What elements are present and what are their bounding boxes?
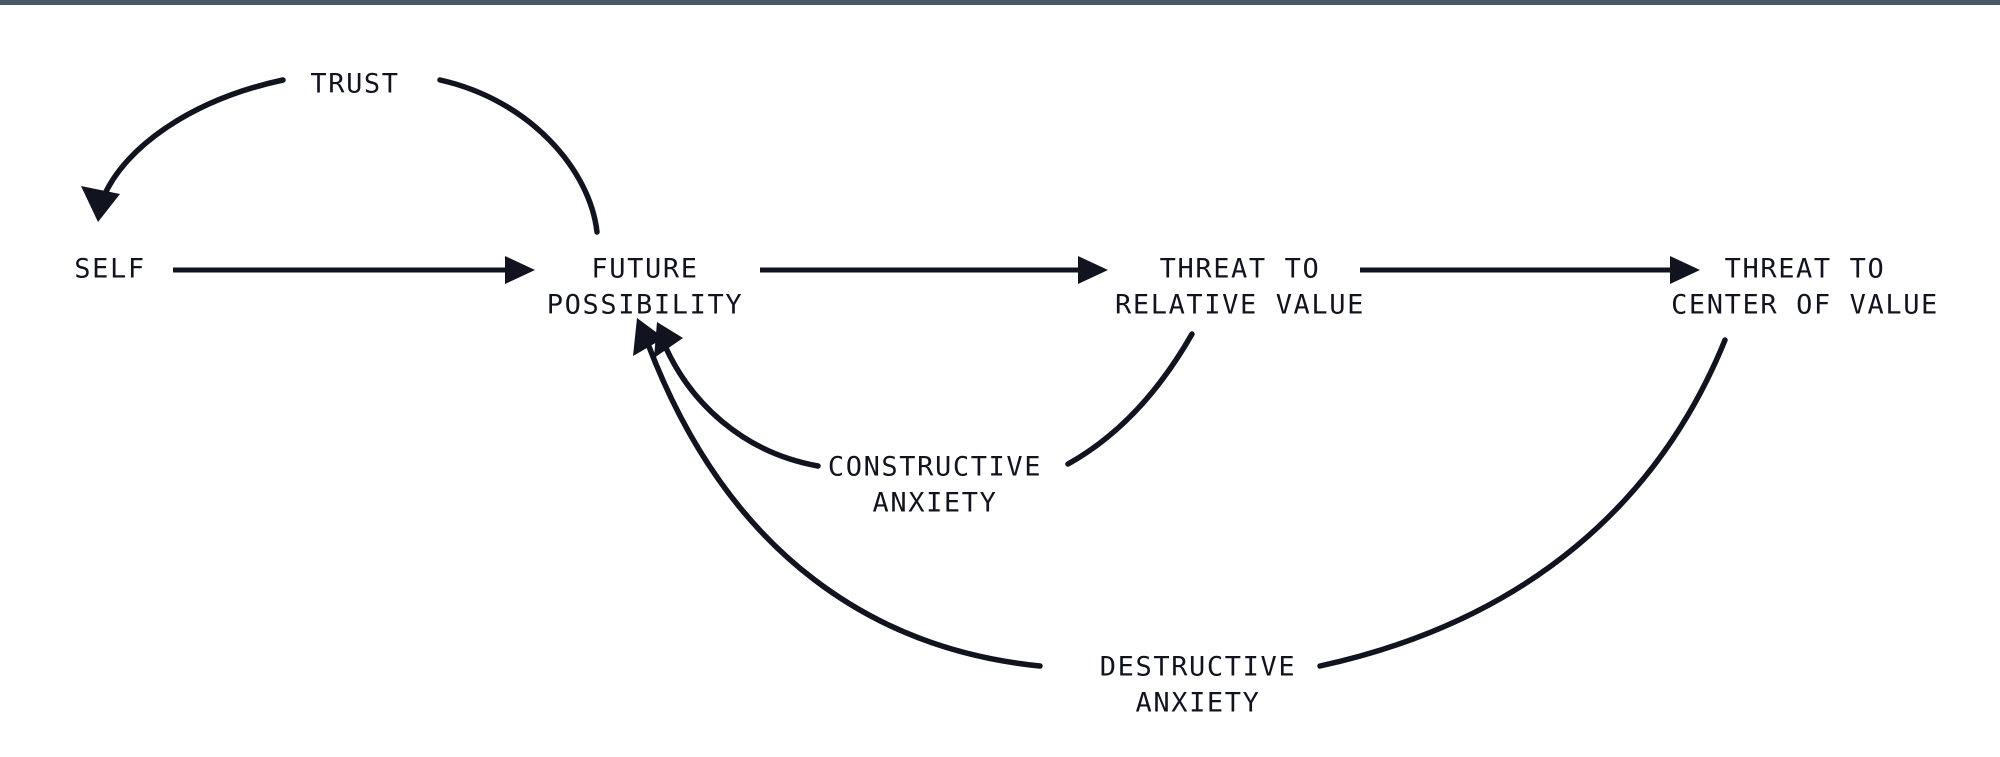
- node-threat-to-center-of-value-line-1: THREAT TO: [1725, 254, 1886, 285]
- node-constructive-anxiety-line-2: ANXIETY: [873, 488, 998, 519]
- edge-curve: [663, 345, 821, 469]
- arrow-head-icon: [81, 186, 120, 222]
- arrow-head-icon: [1078, 256, 1108, 284]
- node-future-possibility-line-2: POSSIBILITY: [547, 290, 743, 321]
- node-self[interactable]: SELF: [74, 254, 145, 285]
- node-destructive-anxiety-line-2: ANXIETY: [1136, 688, 1261, 719]
- edge-trust-arc-to-self: [81, 77, 600, 235]
- node-constructive-anxiety[interactable]: CONSTRUCTIVE ANXIETY: [828, 452, 1042, 519]
- edge-label-trust-text: TRUST: [310, 69, 399, 100]
- arrow-head-icon: [654, 322, 683, 358]
- node-destructive-anxiety[interactable]: DESTRUCTIVE ANXIETY: [1100, 652, 1296, 719]
- node-threat-to-relative-value[interactable]: THREAT TO RELATIVE VALUE: [1115, 254, 1365, 321]
- edge-label-trust[interactable]: TRUST: [310, 69, 399, 100]
- edge-threat-center-to-destructive-anxiety: [1317, 337, 1728, 669]
- node-threat-to-center-of-value-line-2: CENTER OF VALUE: [1671, 290, 1939, 321]
- edge-curve: [1317, 337, 1728, 669]
- node-future-possibility-line-1: FUTURE: [591, 254, 698, 285]
- arrow-head-icon: [633, 318, 664, 356]
- node-future-possibility[interactable]: FUTURE POSSIBILITY: [547, 254, 743, 321]
- edge-curve-left: [101, 77, 286, 199]
- arrow-head-icon: [1670, 256, 1700, 284]
- edge-threat-relative-to-constructive-anxiety: [1065, 331, 1195, 467]
- node-threat-to-center-of-value[interactable]: THREAT TO CENTER OF VALUE: [1671, 254, 1939, 321]
- top-accent-bar: [0, 0, 2000, 5]
- edge-threat-relative-to-threat-center: [1360, 256, 1700, 284]
- edge-destructive-anxiety-to-future-possibility: [633, 318, 1043, 669]
- node-destructive-anxiety-line-1: DESTRUCTIVE: [1100, 652, 1296, 683]
- edge-future-possibility-to-threat-relative: [760, 256, 1108, 284]
- edge-self-to-future-possibility: [173, 256, 535, 284]
- edge-curve: [1065, 331, 1195, 467]
- node-self-line-1: SELF: [74, 254, 145, 285]
- edge-constructive-anxiety-to-future-possibility: [654, 322, 821, 469]
- node-constructive-anxiety-line-1: CONSTRUCTIVE: [828, 452, 1042, 483]
- node-threat-to-relative-value-line-2: RELATIVE VALUE: [1115, 290, 1365, 321]
- edge-curve-right: [437, 77, 600, 235]
- node-threat-to-relative-value-line-1: THREAT TO: [1160, 254, 1321, 285]
- edge-curve: [645, 341, 1043, 669]
- arrow-head-icon: [505, 256, 535, 284]
